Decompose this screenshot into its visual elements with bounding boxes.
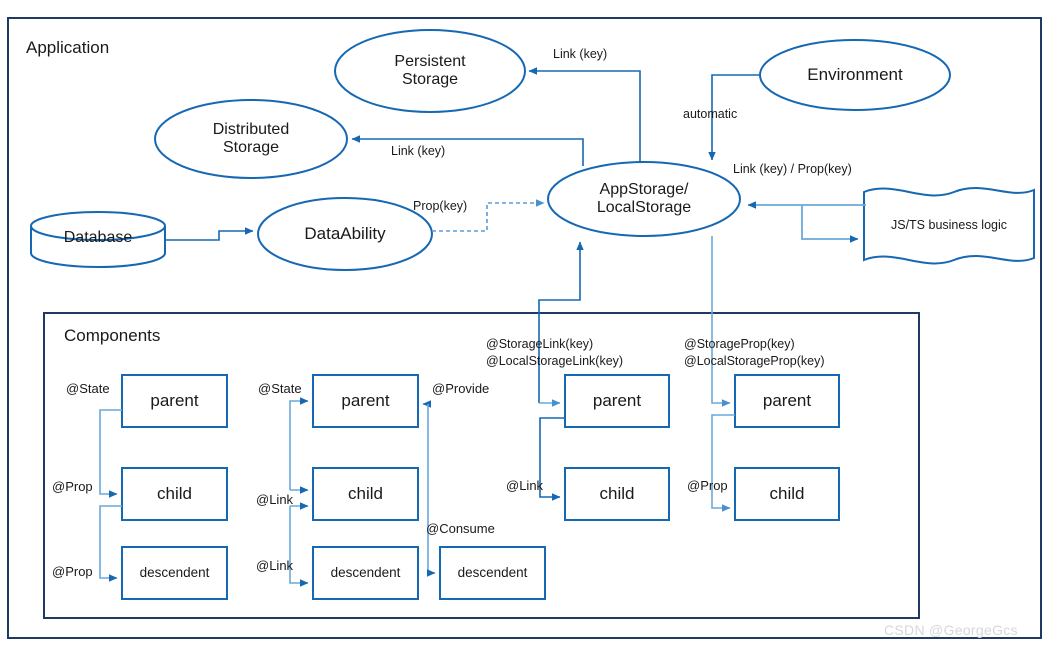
- col1-decorator-prop-child: @Prop: [52, 479, 93, 494]
- col1-child-box: [121, 467, 228, 521]
- edge-storagelink-to-appstorage: [538, 241, 584, 403]
- edge-col2-spine-lower: [289, 506, 309, 587]
- edge-appstorage-to-jsts: [801, 205, 859, 243]
- col2-parent-box: [312, 374, 419, 428]
- environment-ellipse: [759, 39, 951, 111]
- col1-parent-box: [121, 374, 228, 428]
- js-ts-business-logic-shape: [863, 187, 1035, 265]
- edge-label-automatic: automatic: [683, 107, 738, 121]
- col2-decorator-state: @State: [258, 381, 302, 396]
- database-cylinder: [30, 211, 166, 268]
- col1-decorator-state: @State: [66, 381, 110, 396]
- edge-col1-child-to-descendent: [99, 505, 122, 582]
- distributed-storage-ellipse: [154, 99, 348, 179]
- components-title: Components: [64, 326, 161, 345]
- col2-decorator-link-child: @Link: [256, 492, 294, 507]
- col3-parent-box: [564, 374, 670, 428]
- edge-col2-consume-chain: [427, 404, 436, 577]
- edge-label-link-key-persistent: Link (key): [553, 47, 608, 61]
- edge-col2-spine-to-parent: [289, 397, 309, 490]
- col1-decorator-prop-descendent: @Prop: [52, 564, 93, 579]
- application-container-border: [7, 17, 1042, 639]
- col2-child-box: [312, 467, 419, 521]
- watermark-label: CSDN @GeorgeGcs: [884, 622, 1018, 638]
- edge-appstorage-to-persistent: [528, 67, 641, 162]
- col2-decorator-consume: @Consume: [426, 521, 495, 536]
- edge-label-link-key-distributed: Link (key): [391, 144, 446, 158]
- edge-label-storage-link: @StorageLink(key) @LocalStorageLink(key): [486, 337, 624, 368]
- edge-col1-parent-to-child: [99, 409, 122, 498]
- col3-child-box: [564, 467, 670, 521]
- components-container-border: [43, 312, 920, 619]
- edge-appstorage-to-storageprop: [711, 236, 731, 407]
- application-title: Application: [26, 38, 110, 57]
- data-ability-ellipse: [257, 197, 433, 271]
- col2-consume-descendent-box: [439, 546, 546, 600]
- col3-decorator-link: @Link: [506, 478, 544, 493]
- app-storage-ellipse: [547, 161, 741, 237]
- edge-database-to-dataability: [165, 227, 254, 241]
- edge-col3-parent-to-child: [539, 417, 565, 501]
- col4-parent-box: [734, 374, 840, 428]
- col4-child-box: [734, 467, 840, 521]
- col2-descendent-box: [312, 546, 419, 600]
- col2-decorator-provide: @Provide: [432, 381, 490, 396]
- edge-environment-to-appstorage: [708, 74, 760, 161]
- edge-col4-parent-to-child: [711, 414, 735, 512]
- col2-decorator-link-descendent: @Link: [256, 558, 294, 573]
- edge-label-prop-key: Prop(key): [413, 199, 468, 213]
- persistent-storage-ellipse: [334, 29, 526, 113]
- col4-decorator-prop: @Prop: [687, 478, 728, 493]
- edge-appstorage-to-distributed: [351, 135, 584, 166]
- edge-label-storage-prop: @StorageProp(key) @LocalStorageProp(key): [684, 337, 825, 368]
- edge-label-link-prop-key: Link (key) / Prop(key): [733, 162, 852, 176]
- col1-descendent-box: [121, 546, 228, 600]
